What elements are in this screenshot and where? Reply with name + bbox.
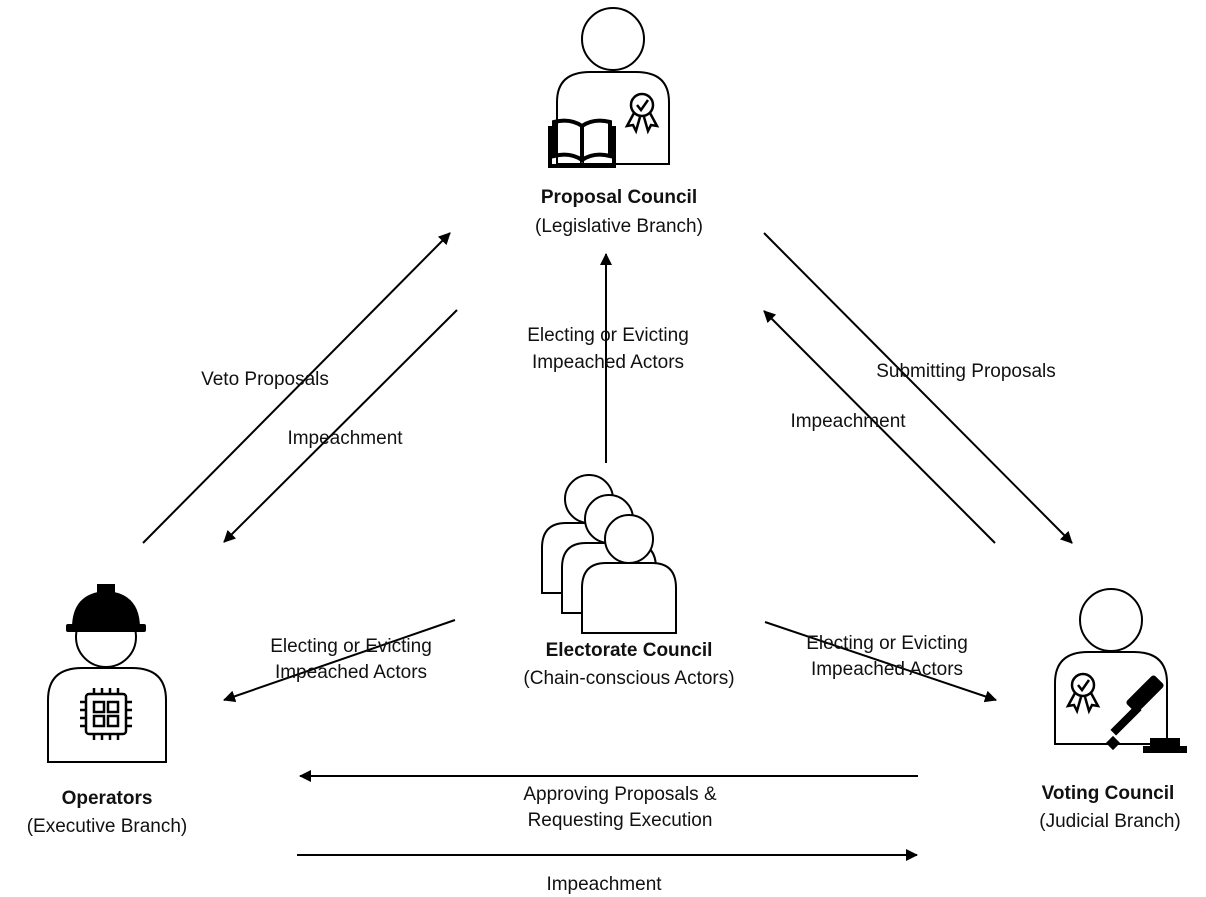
person-book-certificate-icon <box>548 7 670 168</box>
electorate-council-title: Electorate Council <box>546 640 713 661</box>
voting-council-node: Voting Council (Judicial Branch) <box>1039 588 1187 832</box>
svg-text:Requesting Execution: Requesting Execution <box>528 810 713 831</box>
arrow-electorate-to-operators <box>223 619 456 703</box>
arrow-electorate-to-voting <box>764 621 997 703</box>
svg-text:Approving Proposals &: Approving Proposals & <box>523 784 717 805</box>
svg-text:Electing or Evicting: Electing or Evicting <box>527 325 689 346</box>
label-veto-proposals: Veto Proposals <box>201 369 329 390</box>
label-impeachment-proposal-to-operators: Impeachment <box>287 428 403 449</box>
svg-text:Impeached Actors: Impeached Actors <box>532 352 684 373</box>
operators-node: Operators (Executive Branch) <box>27 584 188 837</box>
label-impeachment-operators-to-voting: Impeachment <box>546 874 662 895</box>
label-electing-evicting-voting: Electing or Evicting Impeached Actors <box>806 633 968 680</box>
svg-text:Electing or Evicting: Electing or Evicting <box>270 636 432 657</box>
svg-text:Impeached Actors: Impeached Actors <box>811 659 963 680</box>
label-electing-evicting-operators: Electing or Evicting Impeached Actors <box>270 636 432 683</box>
voting-council-subtitle: (Judicial Branch) <box>1039 811 1181 832</box>
svg-text:Impeached Actors: Impeached Actors <box>275 662 427 683</box>
arrow-proposal-to-voting <box>763 232 1073 544</box>
proposal-council-subtitle: (Legislative Branch) <box>535 216 703 237</box>
proposal-council-title: Proposal Council <box>541 187 697 208</box>
label-submitting-proposals: Submitting Proposals <box>876 361 1056 382</box>
arrow-proposal-to-operators <box>223 309 458 543</box>
electorate-council-node: Electorate Council (Chain-conscious Acto… <box>523 474 735 689</box>
operators-title: Operators <box>62 788 153 809</box>
label-approving-proposals: Approving Proposals & Requesting Executi… <box>523 784 717 831</box>
arrow-operators-to-proposal <box>142 232 451 544</box>
arrow-voting-to-proposal <box>763 310 996 544</box>
electorate-council-subtitle: (Chain-conscious Actors) <box>523 668 734 689</box>
voting-council-title: Voting Council <box>1042 783 1175 804</box>
proposal-council-node: Proposal Council (Legislative Branch) <box>535 7 703 237</box>
operators-subtitle: (Executive Branch) <box>27 816 188 837</box>
person-gavel-certificate-icon <box>1054 588 1187 753</box>
person-hardhat-chip-icon <box>47 584 167 763</box>
label-electing-evicting-proposal: Electing or Evicting Impeached Actors <box>527 325 689 373</box>
group-of-people-icon <box>541 474 677 634</box>
svg-text:Electing or Evicting: Electing or Evicting <box>806 633 968 654</box>
label-impeachment-voting-to-proposal: Impeachment <box>790 411 906 432</box>
